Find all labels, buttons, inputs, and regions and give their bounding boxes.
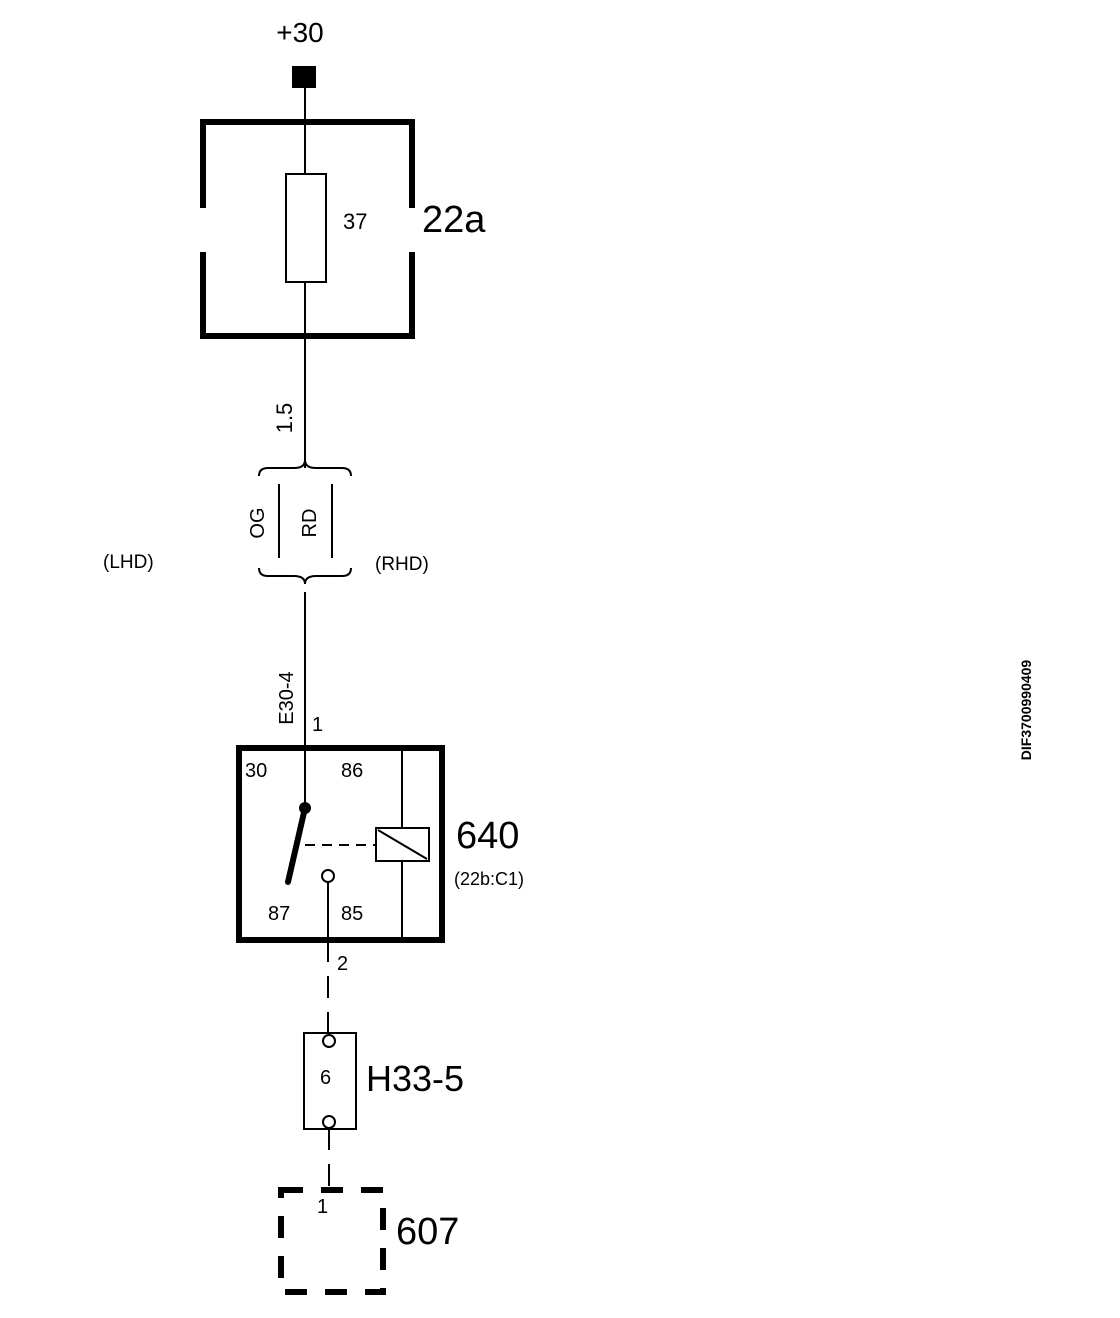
relay-pin-86: 86 <box>341 760 363 782</box>
rhd-label: (RHD) <box>375 554 429 575</box>
relay-contact-85 <box>321 869 335 883</box>
relay-id: 640 <box>456 815 519 857</box>
connector-h33-5 <box>303 1032 357 1130</box>
wire-color-lhd: OG <box>247 507 269 538</box>
supply-label: +30 <box>276 17 324 48</box>
wire-option-brace-top <box>258 459 352 477</box>
fuse-box-22a <box>200 119 415 339</box>
wire-color-rhd: RD <box>299 509 321 538</box>
fuse-box-id: 22a <box>422 199 486 241</box>
supply-terminal <box>292 66 316 88</box>
relay-switch-arm <box>285 805 308 885</box>
link-pin: 2 <box>337 953 348 975</box>
relay-pin-30: 30 <box>245 760 267 782</box>
wire-cross-section: 1.5 <box>272 403 297 434</box>
relay-location: (22b:C1) <box>454 869 524 889</box>
fuse-number: 37 <box>343 209 367 234</box>
relay-640 <box>236 745 445 943</box>
component-607-pin: 1 <box>317 1196 328 1218</box>
lhd-label: (LHD) <box>103 552 154 573</box>
connector-e30-pin: 1 <box>312 714 323 736</box>
fuse-37 <box>285 173 327 283</box>
relay-pin-85: 85 <box>341 903 363 925</box>
wire-option-brace-bottom <box>258 567 352 585</box>
component-607-id: 607 <box>396 1211 459 1253</box>
connector-h33-id: H33-5 <box>366 1058 464 1099</box>
component-607 <box>278 1187 386 1295</box>
connector-h33-pin: 6 <box>320 1067 331 1089</box>
document-code: DIF3700990409 <box>1018 660 1034 761</box>
relay-pin-87: 87 <box>268 903 290 925</box>
connector-e30-id: E30-4 <box>276 671 298 724</box>
